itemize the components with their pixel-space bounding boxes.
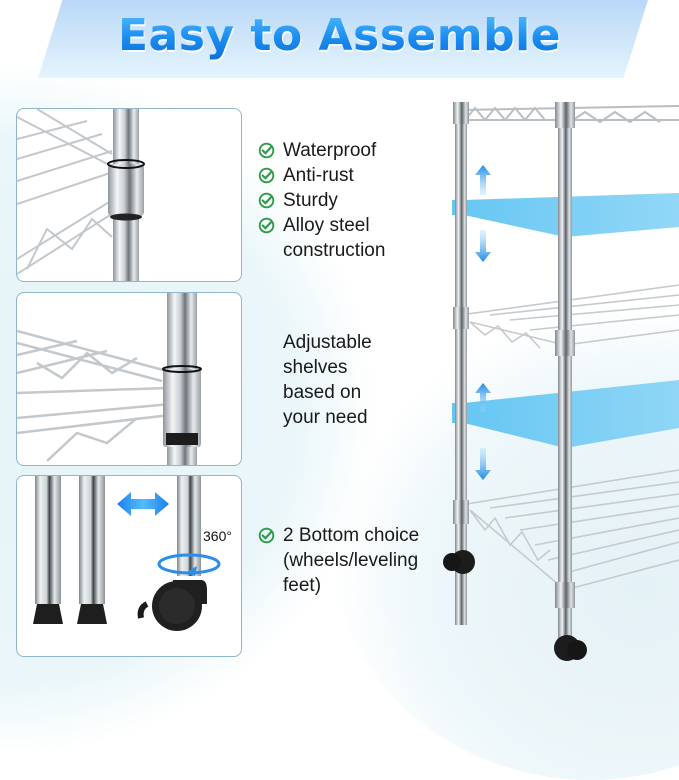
feature-label-continued: feet) bbox=[283, 575, 322, 596]
adjustable-text-line: shelves bbox=[283, 357, 348, 378]
bottom-options-illustration bbox=[33, 476, 221, 631]
panel-bottom-options bbox=[16, 475, 242, 657]
rotate-icon bbox=[187, 566, 197, 576]
adjustable-text-line: your need bbox=[283, 407, 368, 428]
feature-label: Anti-rust bbox=[283, 165, 354, 186]
arrow-up-icon bbox=[475, 383, 491, 412]
check-circle-icon bbox=[258, 192, 275, 209]
arrow-up-icon bbox=[475, 165, 491, 195]
check-circle-icon bbox=[258, 167, 275, 184]
feature-label: Waterproof bbox=[283, 140, 377, 161]
rack-pole bbox=[455, 105, 467, 625]
adjustable-text-line: Adjustable bbox=[283, 332, 372, 353]
rotation-label: 360° bbox=[203, 528, 232, 544]
panel-shelf-sleeve-connector bbox=[16, 108, 242, 282]
feature-label-continued: (wheels/leveling bbox=[283, 550, 419, 571]
swap-arrow-icon bbox=[117, 492, 169, 516]
arrow-down-icon bbox=[475, 448, 491, 480]
panel-shelf-corner-sleeve bbox=[16, 292, 242, 466]
shelf-connector-illustration bbox=[17, 109, 145, 281]
check-circle-icon bbox=[258, 142, 275, 159]
feature-label: Sturdy bbox=[283, 190, 338, 211]
wire-shelf-rack-illustration bbox=[443, 102, 679, 661]
rack-pole bbox=[558, 105, 572, 645]
title-banner bbox=[38, 0, 648, 78]
feature-label: Alloy steel bbox=[283, 215, 370, 236]
feature-label: 2 Bottom choice bbox=[283, 525, 420, 546]
check-circle-icon bbox=[258, 217, 275, 234]
page-title: Easy to Assemble bbox=[0, 10, 679, 61]
feature-label-continued: construction bbox=[283, 240, 386, 261]
check-circle-icon bbox=[258, 527, 275, 544]
adjustable-text-line: based on bbox=[283, 382, 362, 403]
shelf-corner-illustration bbox=[17, 293, 202, 465]
arrow-down-icon bbox=[475, 230, 491, 262]
